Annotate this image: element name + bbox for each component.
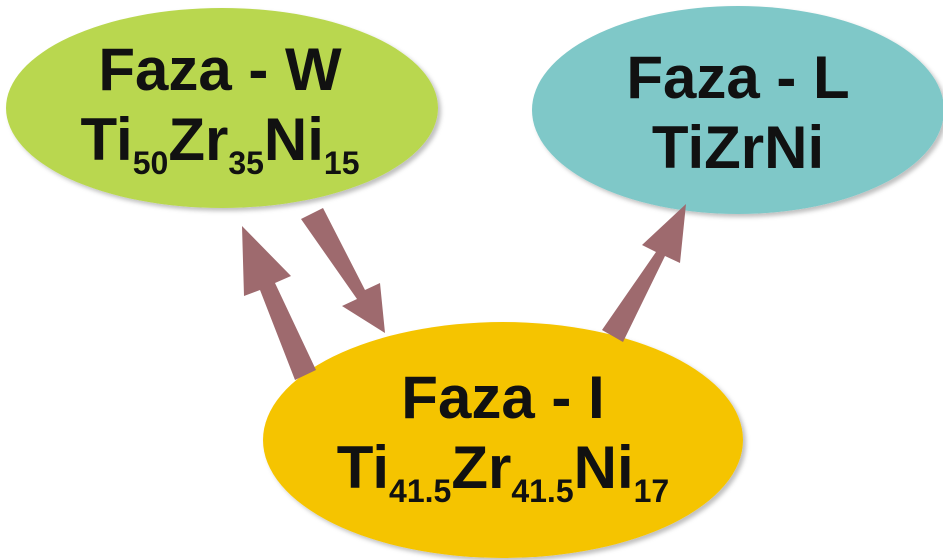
arrow-i-to-l — [602, 204, 686, 342]
phase-i-title: Faza - I — [401, 364, 605, 431]
formula-subscript: 41.5 — [511, 473, 574, 509]
phase-w-label: Faza - W Ti50Zr35Ni15 — [10, 36, 430, 180]
formula-subscript: 50 — [132, 145, 169, 181]
formula-subscript: 17 — [633, 473, 670, 509]
formula-element: Ti — [336, 434, 390, 501]
formula-subscript: 41.5 — [389, 473, 452, 509]
phase-l-label: Faza - L TiZrNi — [533, 48, 943, 178]
formula-element: Ti — [80, 106, 133, 173]
phase-l-formula: TiZrNi — [533, 118, 943, 178]
phase-w-title: Faza - W — [98, 36, 342, 103]
phase-i-ellipse — [263, 322, 743, 558]
formula-element: Zr — [451, 434, 512, 501]
phase-l-ellipse — [532, 6, 943, 214]
formula-subscript: 15 — [323, 145, 360, 181]
phase-w-ellipse — [6, 8, 438, 208]
formula-element: Ni — [263, 106, 324, 173]
formula-element: TiZrNi — [651, 114, 825, 181]
arrow-i-to-w — [242, 226, 316, 380]
phase-w-formula: Ti50Zr35Ni15 — [10, 110, 430, 180]
phase-i-label: Faza - I Ti41.5Zr41.5Ni17 — [263, 364, 743, 508]
formula-subscript: 35 — [228, 145, 264, 181]
formula-element: Ni — [573, 434, 634, 501]
formula-element: Zr — [168, 106, 229, 173]
phase-i-formula: Ti41.5Zr41.5Ni17 — [263, 438, 743, 508]
phase-l-title: Faza - L — [626, 44, 850, 111]
arrow-w-to-i — [301, 208, 385, 333]
